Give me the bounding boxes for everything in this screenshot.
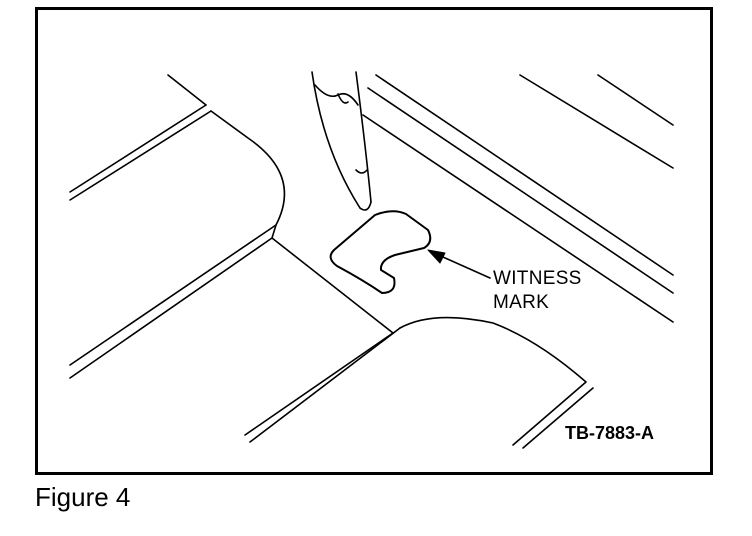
pencil-tip	[311, 71, 372, 211]
drawing-id-label: TB-7883-A	[565, 423, 655, 443]
callout-label-line1: WITNESS	[493, 268, 582, 289]
figure-caption: Figure 4	[35, 482, 131, 512]
witness-mark-outline	[329, 210, 432, 294]
groove-lines	[362, 74, 674, 323]
figure-frame: WITNESS MARK TB-7883-A	[35, 7, 713, 475]
callout-label-line2: MARK	[493, 292, 550, 313]
line-drawing	[69, 71, 674, 449]
upper-left-panel	[69, 74, 286, 379]
lower-panel	[244, 237, 594, 449]
leader-arrow	[427, 249, 491, 279]
